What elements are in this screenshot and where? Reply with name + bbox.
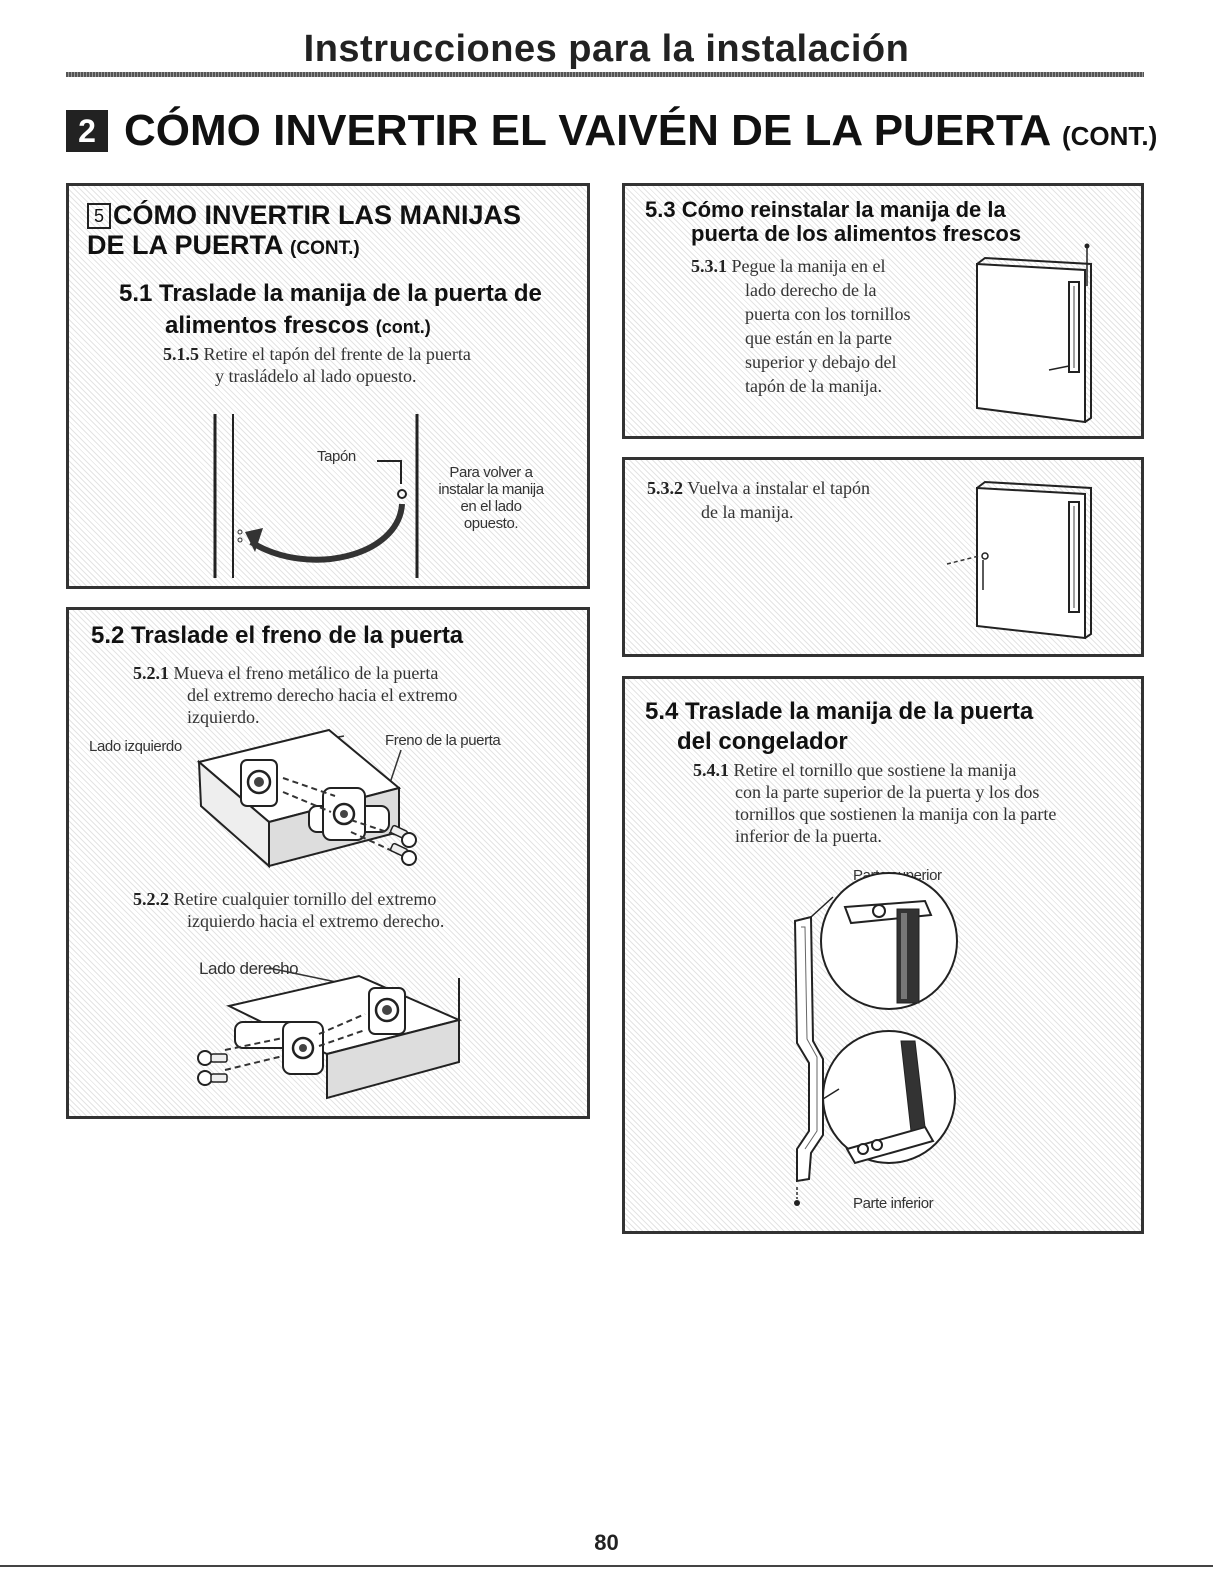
subsection-5-3-line1: 5.3 Cómo reinstalar la manija de la [645,197,1006,222]
step-5-1-5-line2: y trasládelo al lado opuesto. [215,366,417,386]
magnified-top-detail [820,872,958,1010]
label-door-stop: Freno de la puerta [385,732,501,749]
step-5-3-2-line1: Vuelva a instalar el tapón [687,478,871,498]
subsection-5-3-line2: puerta de los alimentos frescos [691,221,1022,246]
step-5-3-2-number: 5.3.2 [647,478,683,498]
footer-rule [0,1565,1213,1567]
panel-5-title-line1: CÓMO INVERTIR LAS MANIJAS [113,200,522,230]
step-5-2-2-line2: izquierdo hacia el extremo derecho. [187,911,445,931]
subsection-5-3-title: 5.3 Cómo reinstalar la manija de la puer… [645,198,1021,246]
page-header: Instrucciones para la instalación [303,28,910,70]
screw-icon [389,842,417,866]
screw-icon [389,824,417,848]
subsection-5-2-title: 5.2 Traslade el freno de la puerta [91,622,464,649]
screw-icon [872,904,886,918]
screw-icon [794,1200,800,1206]
arrow-icon [245,528,263,552]
freezer-handle-illustration [793,872,958,1206]
screw-icon [197,1070,228,1086]
handle-reinstall-illustration [976,243,1092,424]
label-plug: Tapón [317,448,356,465]
step-5-4-1-line3: tornillos que sostienen la manija con la… [735,804,1057,824]
step-5-2-1: 5.2.1 Mueva el freno metálico de la puer… [133,662,457,728]
step-5-4-1-line1: Retire el tornillo que sostiene la manij… [733,760,1017,780]
section-cont: (CONT.) [1061,121,1158,151]
label-note-2: instalar la manija [438,481,544,498]
step-5-4-1-line4: inferior de la puerta. [735,826,882,846]
step-5-1-5-number: 5.1.5 [163,344,199,364]
step-5-2-1-line1: Mueva el freno metálico de la puerta [173,663,439,683]
subsection-5-1-line1: 5.1 Traslade la manija de la puerta de [119,280,542,307]
screw-icon [197,1050,228,1066]
subsection-5-4-title: 5.4 Traslade la manija de la puerta del … [645,697,1033,757]
subsection-5-1-cont: (cont.) [375,317,431,337]
panel-5-title-line2: DE LA PUERTA [87,230,283,260]
panel-reinstall-plug: 5.3.2 Vuelva a instalar el tapón de la m… [622,457,1144,657]
step-5-1-5-line1: Retire el tapón del frente de la puerta [203,344,471,364]
step-5-3-2: 5.3.2 Vuelva a instalar el tapón de la m… [647,476,870,524]
step-5-3-1-line4: que están en la parte [745,328,892,348]
section-number-badge: 2 [66,110,108,152]
door-stop-right-illustration [197,967,463,1100]
step-5-2-1-line3: izquierdo. [187,707,260,727]
step-5-3-1-line1: Pegue la manija en el [731,256,886,276]
step-5-2-1-line2: del extremo derecho hacia el extremo [187,685,458,705]
plug-reinstall-illustration [946,480,1092,640]
plug-icon [397,489,407,499]
step-5-2-2-number: 5.2.2 [133,889,169,909]
label-right-side: Lado derecho [199,959,299,978]
panel-reinstall-fresh-food-handle: 5.3 Cómo reinstalar la manija de la puer… [622,183,1144,439]
label-bottom: Parte inferior [853,1195,934,1212]
panel-move-freezer-handle: 5.4 Traslade la manija de la puerta del … [622,676,1144,1234]
panel-move-door-stop: 5.2 Traslade el freno de la puerta 5.2.1… [66,607,590,1119]
plug-transfer-illustration [213,414,419,578]
screw-icon [1084,243,1090,249]
label-reinstall-note: Para volver a instalar la manija en el l… [429,464,553,532]
step-5-3-2-line2: de la manija. [701,502,794,522]
step-5-3-1-line5: superior y debajo del [745,352,897,372]
screw-icon [857,1143,869,1155]
section-title: 2 CÓMO INVERTIR EL VAIVÉN DE LA PUERTA (C… [66,106,1157,156]
page-number: 80 [594,1530,619,1555]
header-rule [66,72,1144,77]
step-5-3-1-line6: tapón de la manija. [745,376,882,396]
step-5-3-1-number: 5.3.1 [691,256,727,276]
subsection-5-1-line2: alimentos frescos [165,312,370,339]
step-5-2-2: 5.2.2 Retire cualquier tornillo del extr… [133,888,444,932]
panel-5-title-cont: (CONT.) [290,238,360,259]
subsection-5-4-line1: 5.4 Traslade la manija de la puerta [645,698,1034,725]
screw-icon [871,1139,883,1151]
door-stop-left-illustration [196,728,417,869]
step-number-box: 5 [87,203,111,229]
step-5-1-5: 5.1.5 Retire el tapón del frente de la p… [163,343,471,387]
subsection-5-4-line2: del congelador [677,728,848,755]
plug-icon [981,552,989,560]
step-5-3-1-line3: puerta con los tornillos [745,304,911,324]
step-5-3-1: 5.3.1 Pegue la manija en el lado derecho… [691,254,910,398]
step-5-4-1: 5.4.1 Retire el tornillo que sostiene la… [693,759,1056,847]
label-note-1: Para volver a [449,464,533,481]
step-5-2-1-number: 5.2.1 [133,663,169,683]
step-5-2-2-line1: Retire cualquier tornillo del extremo [173,889,437,909]
label-note-3: en el lado [460,498,522,515]
subsection-5-1-title: 5.1 Traslade la manija de la puerta de a… [119,278,542,343]
step-5-4-1-number: 5.4.1 [693,760,729,780]
step-5-4-1-line2: con la parte superior de la puerta y los… [735,782,1040,802]
label-note-4: opuesto. [463,515,519,532]
section-title-text: CÓMO INVERTIR EL VAIVÉN DE LA PUERTA [124,106,1050,155]
label-left-side: Lado izquierdo [89,738,182,755]
step-5-3-1-line2: lado derecho de la [745,280,877,300]
